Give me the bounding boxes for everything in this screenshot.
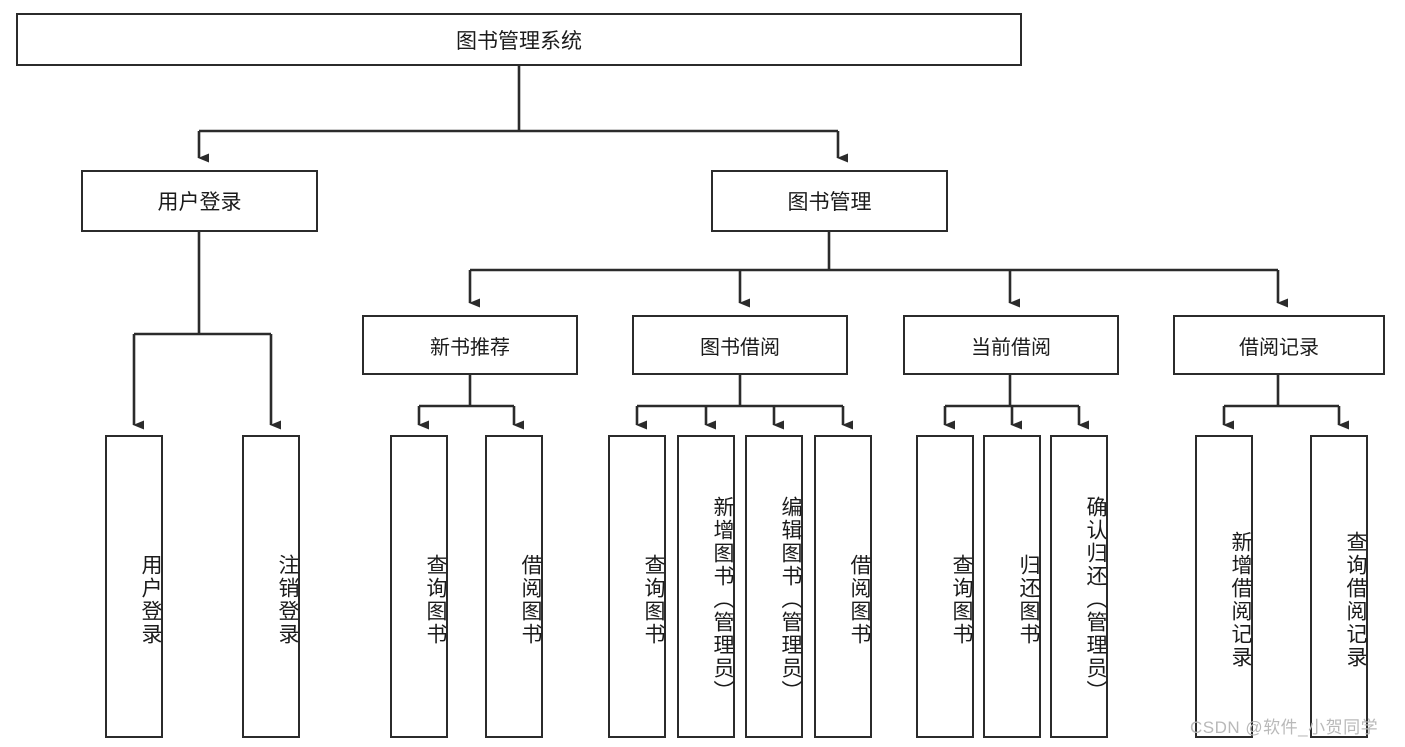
node-label: 确认归还（管理员） [1084, 496, 1107, 703]
node-root-book-management-system[interactable]: 图书管理系统 [16, 13, 1022, 66]
node-label: 图书管理 [787, 191, 872, 214]
node-label: 注销登录 [276, 553, 299, 646]
node-label: 借阅记录 [1239, 336, 1319, 359]
node-label: 图书借阅 [700, 336, 780, 359]
leaf-recommend-query-book[interactable]: 查询图书 [390, 435, 448, 738]
node-label: 新增借阅记录 [1229, 530, 1252, 669]
leaf-user-login[interactable]: 用户登录 [105, 435, 163, 738]
leaf-record-query-borrow-record[interactable]: 查询借阅记录 [1310, 435, 1368, 738]
node-label: 图书管理系统 [456, 29, 582, 53]
node-label: 编辑图书（管理员） [779, 496, 802, 703]
node-label: 归还图书 [1017, 553, 1040, 646]
node-label: 查询图书 [424, 553, 447, 646]
watermark-csdn: CSDN @软件_小贺同学 [1190, 718, 1379, 737]
node-label: 当前借阅 [971, 336, 1051, 359]
node-book-management[interactable]: 图书管理 [711, 170, 948, 232]
node-label: 借阅图书 [519, 553, 542, 646]
node-book-borrow[interactable]: 图书借阅 [632, 315, 848, 375]
leaf-current-return-book[interactable]: 归还图书 [983, 435, 1041, 738]
node-label: 查询图书 [642, 553, 665, 646]
leaf-borrow-add-book-admin[interactable]: 新增图书（管理员） [677, 435, 735, 738]
node-label: 查询图书 [950, 553, 973, 646]
node-label: 借阅图书 [848, 553, 871, 646]
node-label: 查询借阅记录 [1344, 530, 1367, 669]
leaf-current-confirm-return-admin[interactable]: 确认归还（管理员） [1050, 435, 1108, 738]
node-label: 新书推荐 [430, 336, 510, 359]
leaf-borrow-query-book[interactable]: 查询图书 [608, 435, 666, 738]
node-current-borrow[interactable]: 当前借阅 [903, 315, 1119, 375]
node-label: 用户登录 [139, 553, 162, 646]
leaf-borrow-edit-book-admin[interactable]: 编辑图书（管理员） [745, 435, 803, 738]
node-new-book-recommend[interactable]: 新书推荐 [362, 315, 578, 375]
node-borrow-record[interactable]: 借阅记录 [1173, 315, 1385, 375]
leaf-user-logout[interactable]: 注销登录 [242, 435, 300, 738]
leaf-current-query-book[interactable]: 查询图书 [916, 435, 974, 738]
node-label: 新增图书（管理员） [711, 496, 734, 703]
leaf-recommend-borrow-book[interactable]: 借阅图书 [485, 435, 543, 738]
leaf-record-add-borrow-record[interactable]: 新增借阅记录 [1195, 435, 1253, 738]
leaf-borrow-borrow-book[interactable]: 借阅图书 [814, 435, 872, 738]
node-user-login[interactable]: 用户登录 [81, 170, 318, 232]
node-label: 用户登录 [157, 191, 242, 214]
